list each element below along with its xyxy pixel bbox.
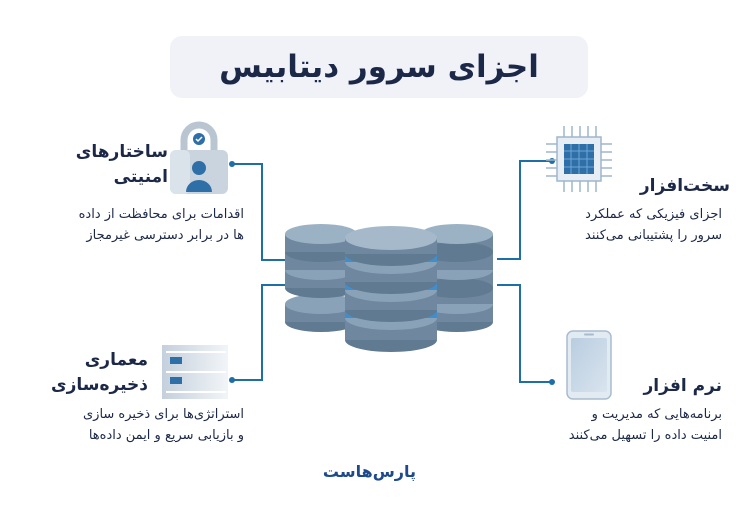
software-desc-line2: امنیت داده را تسهیل می‌کنند bbox=[568, 428, 722, 444]
connector-storage-v bbox=[261, 284, 263, 381]
connector-hardware-dot bbox=[549, 158, 555, 164]
connector-software-h2 bbox=[497, 284, 521, 286]
connector-storage-h bbox=[233, 379, 263, 381]
storage-description: استراتژی‌ها برای ذخیره سازی و بازیابی سر… bbox=[24, 404, 244, 447]
database-cluster-icon bbox=[285, 224, 493, 352]
storage-heading: معماری ذخیره‌سازی bbox=[18, 348, 148, 397]
security-heading-line2: امنیتی bbox=[113, 166, 168, 187]
storage-heading-line2: ذخیره‌سازی bbox=[51, 374, 148, 395]
connector-hardware-h bbox=[519, 160, 551, 162]
security-heading: ساختارهای امنیتی bbox=[38, 140, 168, 189]
hardware-desc-line1: اجزای فیزیکی که عملکرد bbox=[585, 207, 722, 222]
hardware-description: اجزای فیزیکی که عملکرد سرور را پشتیبانی … bbox=[522, 204, 722, 247]
connector-storage-h2 bbox=[261, 284, 285, 286]
title-banner: اجزای سرور دیتابیس bbox=[170, 36, 588, 98]
mobile-device-icon bbox=[566, 330, 612, 400]
hardware-desc-line2: سرور را پشتیبانی می‌کنند bbox=[585, 228, 722, 244]
software-heading: نرم افزار bbox=[643, 376, 722, 396]
software-desc-line1: برنامه‌هایی که مدیریت و bbox=[591, 407, 722, 422]
chip-icon bbox=[546, 126, 612, 192]
connector-security-dot bbox=[229, 161, 235, 167]
storage-heading-line1: معماری bbox=[84, 350, 148, 370]
lock-icon bbox=[170, 121, 228, 194]
storage-desc-line2: و بازیابی سریع و ایمن داده‌ها bbox=[88, 428, 244, 444]
hardware-heading: سخت‌افزار bbox=[639, 176, 730, 196]
security-description: اقدامات برای محافظت از داده ها در برابر … bbox=[44, 204, 244, 247]
db-stack-front bbox=[345, 226, 437, 352]
connector-software-h bbox=[519, 381, 551, 383]
connector-hardware-v bbox=[519, 160, 521, 260]
storage-desc-line1: استراتژی‌ها برای ذخیره سازی bbox=[82, 407, 244, 422]
server-rack-icon bbox=[162, 345, 228, 399]
page-title: اجزای سرور دیتابیس bbox=[219, 49, 539, 85]
security-desc-line1: اقدامات برای محافظت از داده bbox=[78, 207, 244, 222]
software-description: برنامه‌هایی که مدیریت و امنیت داده را تس… bbox=[502, 404, 722, 447]
connector-storage-dot bbox=[229, 377, 235, 383]
connector-software-dot bbox=[549, 379, 555, 385]
brand-logo-text: پارس‌هاست bbox=[322, 462, 416, 481]
connector-security-h bbox=[233, 163, 263, 165]
connector-security-h2 bbox=[261, 259, 285, 261]
security-desc-line2: ها در برابر دسترسی غیرمجاز bbox=[86, 228, 244, 244]
db-stack-left bbox=[285, 224, 357, 332]
security-heading-line1: ساختارهای bbox=[75, 142, 168, 162]
connector-software-v bbox=[519, 284, 521, 383]
brand-logo: پارس‌هاست bbox=[323, 462, 416, 481]
connector-hardware-h2 bbox=[497, 258, 521, 260]
connector-security-v bbox=[261, 163, 263, 261]
